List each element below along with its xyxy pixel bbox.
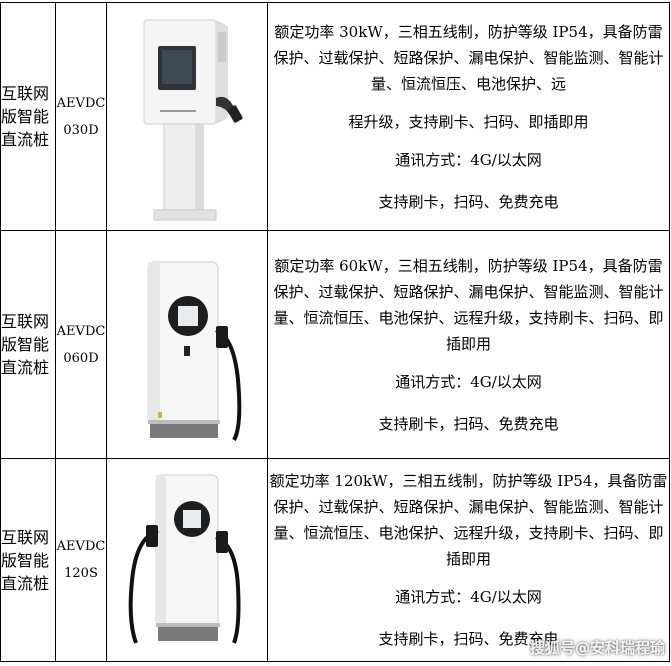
table-row: 互联网版智能直流桩 AEVDC 120S 额定功率 120kW，三相五线制，防护… — [0, 458, 670, 662]
spec-text: 额定功率 30kW，三相五线制，防护等级 IP54，具备防雷保护、过载保护、短路… — [273, 22, 664, 93]
model-cell: AEVDC 120S — [55, 458, 107, 662]
product-name-cell: 互联网版智能直流桩 — [0, 458, 56, 662]
product-name-cell: 互联网版智能直流桩 — [0, 2, 56, 231]
product-name-cell: 互联网版智能直流桩 — [0, 230, 56, 459]
payment-text: 支持刷卡，扫码、免费充电 — [378, 630, 559, 648]
floor-standing-dc-charger-icon — [147, 261, 242, 441]
table-row: 互联网版智能直流桩 AEVDC 060D 额定功率 60kW，三相五线制，防护等… — [0, 230, 670, 459]
payment-text: 支持刷卡，扫码、免费充电 — [378, 414, 559, 433]
spec-text: 额定功率 60kW，三相五线制，防护等级 IP54，具备防雷保护、过载保护、短路… — [273, 256, 664, 353]
spec-text: 额定功率 120kW，三相五线制，防护等级 IP54，具备防雷保护、过载保护、短… — [269, 472, 668, 568]
description-cell: 额定功率 60kW，三相五线制，防护等级 IP54，具备防雷保护、过载保护、短路… — [267, 230, 670, 459]
communication-text: 通讯方式：4G/以太网 — [395, 150, 542, 169]
model-cell: AEVDC 060D — [55, 230, 107, 459]
spec-text-continued: 程升级，支持刷卡、扫码、即插即用 — [348, 112, 589, 131]
payment-text: 支持刷卡，扫码、免费充电 — [378, 192, 559, 211]
product-image-cell — [106, 458, 268, 662]
table-row: 互联网版智能直流桩 AEVDC 030D 额定功率 30kW，三相五线 — [0, 2, 670, 231]
description-cell: 额定功率 30kW，三相五线制，防护等级 IP54，具备防雷保护、过载保护、短路… — [267, 2, 670, 231]
wall-mounted-dc-charger-icon — [143, 19, 243, 220]
model-cell: AEVDC 030D — [55, 2, 107, 231]
communication-text: 通讯方式：4G/以太网 — [395, 372, 542, 391]
product-image-cell — [106, 230, 268, 459]
communication-text: 通讯方式：4G/以太网 — [395, 588, 542, 606]
dual-gun-dc-charger-icon — [128, 474, 241, 644]
description-cell: 额定功率 120kW，三相五线制，防护等级 IP54，具备防雷保护、过载保护、短… — [267, 458, 670, 662]
product-image-cell — [106, 2, 268, 231]
watermark: 搜狐号@安科瑞程瑜 — [529, 639, 665, 657]
